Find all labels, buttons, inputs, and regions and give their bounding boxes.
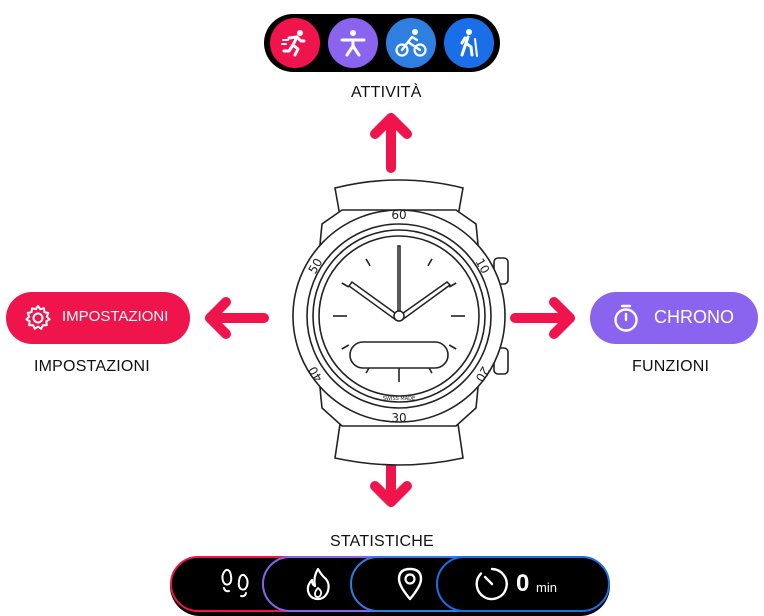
hour-marker — [341, 344, 350, 350]
hour-markers — [333, 250, 465, 382]
hour-marker — [448, 344, 457, 350]
hour-marker — [341, 282, 350, 288]
arrow-left — [205, 297, 269, 339]
bezel-40: 40 — [306, 364, 326, 384]
functions-label: FUNZIONI — [632, 358, 710, 375]
watch-illustration: 60 10 20 30 40 50 SWISS MADE — [292, 179, 509, 466]
brand-text: SWISS MADE — [383, 396, 415, 402]
activities-label: ATTIVITÀ — [351, 84, 422, 101]
cycling-icon[interactable] — [386, 18, 436, 68]
hour-marker — [427, 258, 433, 267]
stopwatch-icon — [612, 303, 640, 338]
footsteps-icon — [220, 566, 252, 607]
time-unit: min — [536, 580, 557, 595]
arrow-right — [510, 297, 575, 339]
settings-label: IMPOSTAZIONI — [34, 358, 150, 375]
stat-segment-time[interactable] — [436, 556, 610, 612]
hiking-icon[interactable] — [444, 18, 494, 68]
timer-icon — [474, 566, 510, 607]
chrono-pill[interactable]: CHRONO — [590, 292, 758, 344]
bezel-20: 20 — [473, 364, 493, 384]
bezel-60: 60 — [391, 208, 406, 222]
arrow-up — [370, 113, 412, 173]
hour-marker — [365, 258, 371, 267]
settings-pill-text: IMPOSTAZIONI — [62, 308, 169, 325]
location-pin-icon — [396, 566, 424, 607]
activity-pill — [264, 14, 500, 72]
hour-marker — [448, 282, 457, 288]
statistics-label: STATISTICHE — [330, 533, 434, 550]
flame-icon — [303, 566, 333, 607]
bezel-10: 10 — [473, 256, 493, 276]
gear-icon — [24, 304, 52, 337]
running-icon[interactable] — [270, 18, 320, 68]
time-value: 0 — [516, 570, 530, 597]
settings-pill[interactable]: IMPOSTAZIONI — [6, 292, 190, 344]
yoga-icon[interactable] — [328, 18, 378, 68]
bezel-50: 50 — [306, 256, 326, 276]
bezel-30: 30 — [391, 411, 406, 425]
chrono-pill-text: CHRONO — [654, 307, 734, 327]
